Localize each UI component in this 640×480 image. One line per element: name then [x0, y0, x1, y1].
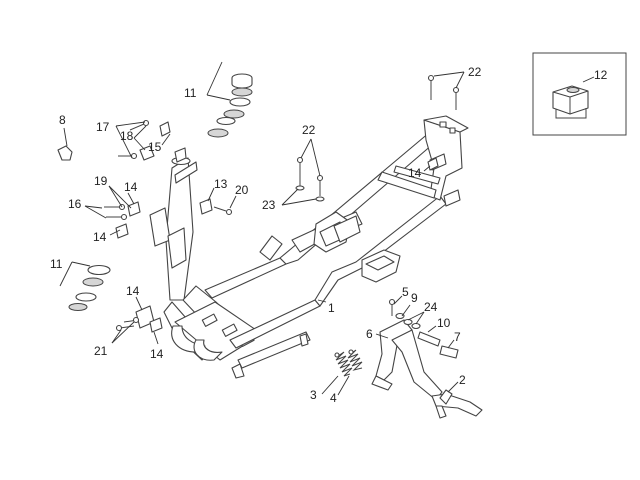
callout-8: 8	[59, 113, 66, 127]
part-1-frame[interactable]	[149, 115, 469, 379]
callout-5: 5	[402, 285, 409, 299]
part-12-clip[interactable]	[552, 85, 589, 119]
callout-14-e: 14	[408, 166, 422, 180]
callout-13: 13	[214, 177, 228, 191]
callout-19: 19	[94, 174, 108, 188]
callout-3: 3	[310, 388, 317, 402]
callout-11-upper: 11	[184, 86, 197, 100]
spring-3[interactable]	[334, 351, 353, 377]
callout-18: 18	[120, 129, 134, 143]
stand-pivot-parts[interactable]	[388, 298, 459, 359]
callout-10: 10	[437, 316, 451, 330]
callout-14-c: 14	[126, 284, 140, 298]
spring-4[interactable]	[347, 349, 363, 371]
callout-1: 1	[328, 301, 335, 315]
callout-23: 23	[262, 198, 276, 212]
callout-24: 24	[424, 300, 438, 314]
part-8-clip[interactable]	[57, 145, 73, 161]
part-11-upper-bearing-stack[interactable]	[207, 73, 253, 138]
callout-6: 6	[366, 327, 373, 341]
callout-12: 12	[594, 68, 608, 82]
part-2-stand-foot[interactable]	[439, 389, 453, 405]
bolts-13-20[interactable]	[199, 198, 233, 216]
callout-16: 16	[68, 197, 82, 211]
bolts-21-14[interactable]	[115, 305, 163, 333]
inset-box-part-12: 12	[532, 52, 627, 136]
callout-22-mid: 22	[302, 123, 316, 137]
callout-14-b: 14	[93, 230, 107, 244]
callout-11-lower: 11	[50, 257, 63, 271]
callout-9: 9	[411, 291, 418, 305]
callout-20: 20	[235, 183, 249, 197]
callout-4: 4	[330, 391, 337, 405]
callout-17: 17	[96, 120, 110, 134]
callout-14-a: 14	[124, 180, 138, 194]
callout-2: 2	[459, 373, 466, 387]
callout-14-d: 14	[150, 347, 164, 361]
callout-21: 21	[94, 344, 108, 358]
bolts-22-rear[interactable]	[427, 74, 460, 111]
callout-7: 7	[454, 330, 461, 344]
callout-22-rear: 22	[468, 65, 482, 79]
bolts-19-16[interactable]	[104, 201, 141, 239]
part-11-lower-bearing-stack[interactable]	[68, 264, 111, 311]
part-6-center-stand[interactable]	[371, 319, 483, 419]
callout-15: 15	[148, 140, 162, 154]
bolt-14-rear[interactable]	[427, 157, 439, 171]
bolts-22-23-mid[interactable]	[295, 156, 325, 202]
bolts-17-18-15[interactable]	[118, 119, 187, 163]
